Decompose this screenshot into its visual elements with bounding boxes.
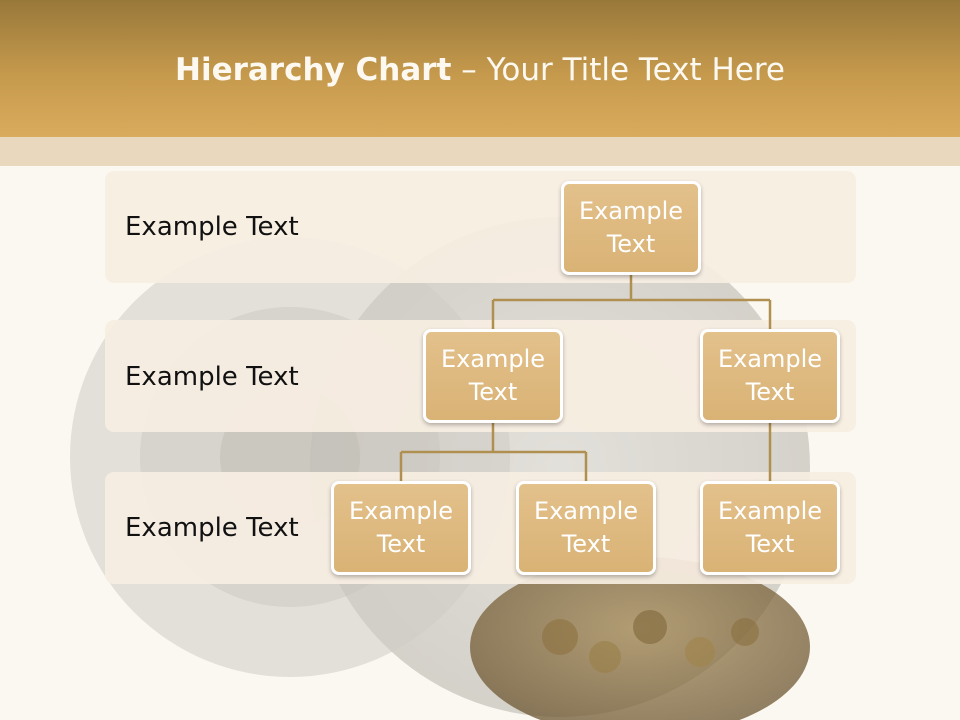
header-stripe	[0, 137, 960, 166]
node-label: Example Text	[717, 345, 823, 406]
header-bar	[0, 0, 960, 137]
org-node-level3-c[interactable]: Example Text	[700, 481, 840, 575]
org-node-level3-b[interactable]: Example Text	[516, 481, 656, 575]
node-label: Example Text	[578, 197, 684, 258]
org-node-level2-left[interactable]: Example Text	[423, 329, 563, 423]
connector-left-to-level3	[399, 423, 588, 482]
connector-root-to-level2	[491, 275, 772, 330]
row-label-3: Example Text	[125, 513, 299, 543]
title-bold: Hierarchy Chart	[175, 52, 452, 88]
row-label-2: Example Text	[125, 362, 299, 392]
row-band-1	[105, 171, 856, 283]
org-node-root[interactable]: Example Text	[561, 181, 701, 275]
node-label: Example Text	[440, 345, 546, 406]
node-label: Example Text	[348, 497, 454, 558]
org-node-level3-a[interactable]: Example Text	[331, 481, 471, 575]
node-label: Example Text	[717, 497, 823, 558]
page-title: Hierarchy Chart – Your Title Text Here	[0, 52, 960, 88]
row-label-1: Example Text	[125, 212, 299, 242]
node-label: Example Text	[533, 497, 639, 558]
title-rest: – Your Title Text Here	[451, 52, 785, 88]
org-node-level2-right[interactable]: Example Text	[700, 329, 840, 423]
